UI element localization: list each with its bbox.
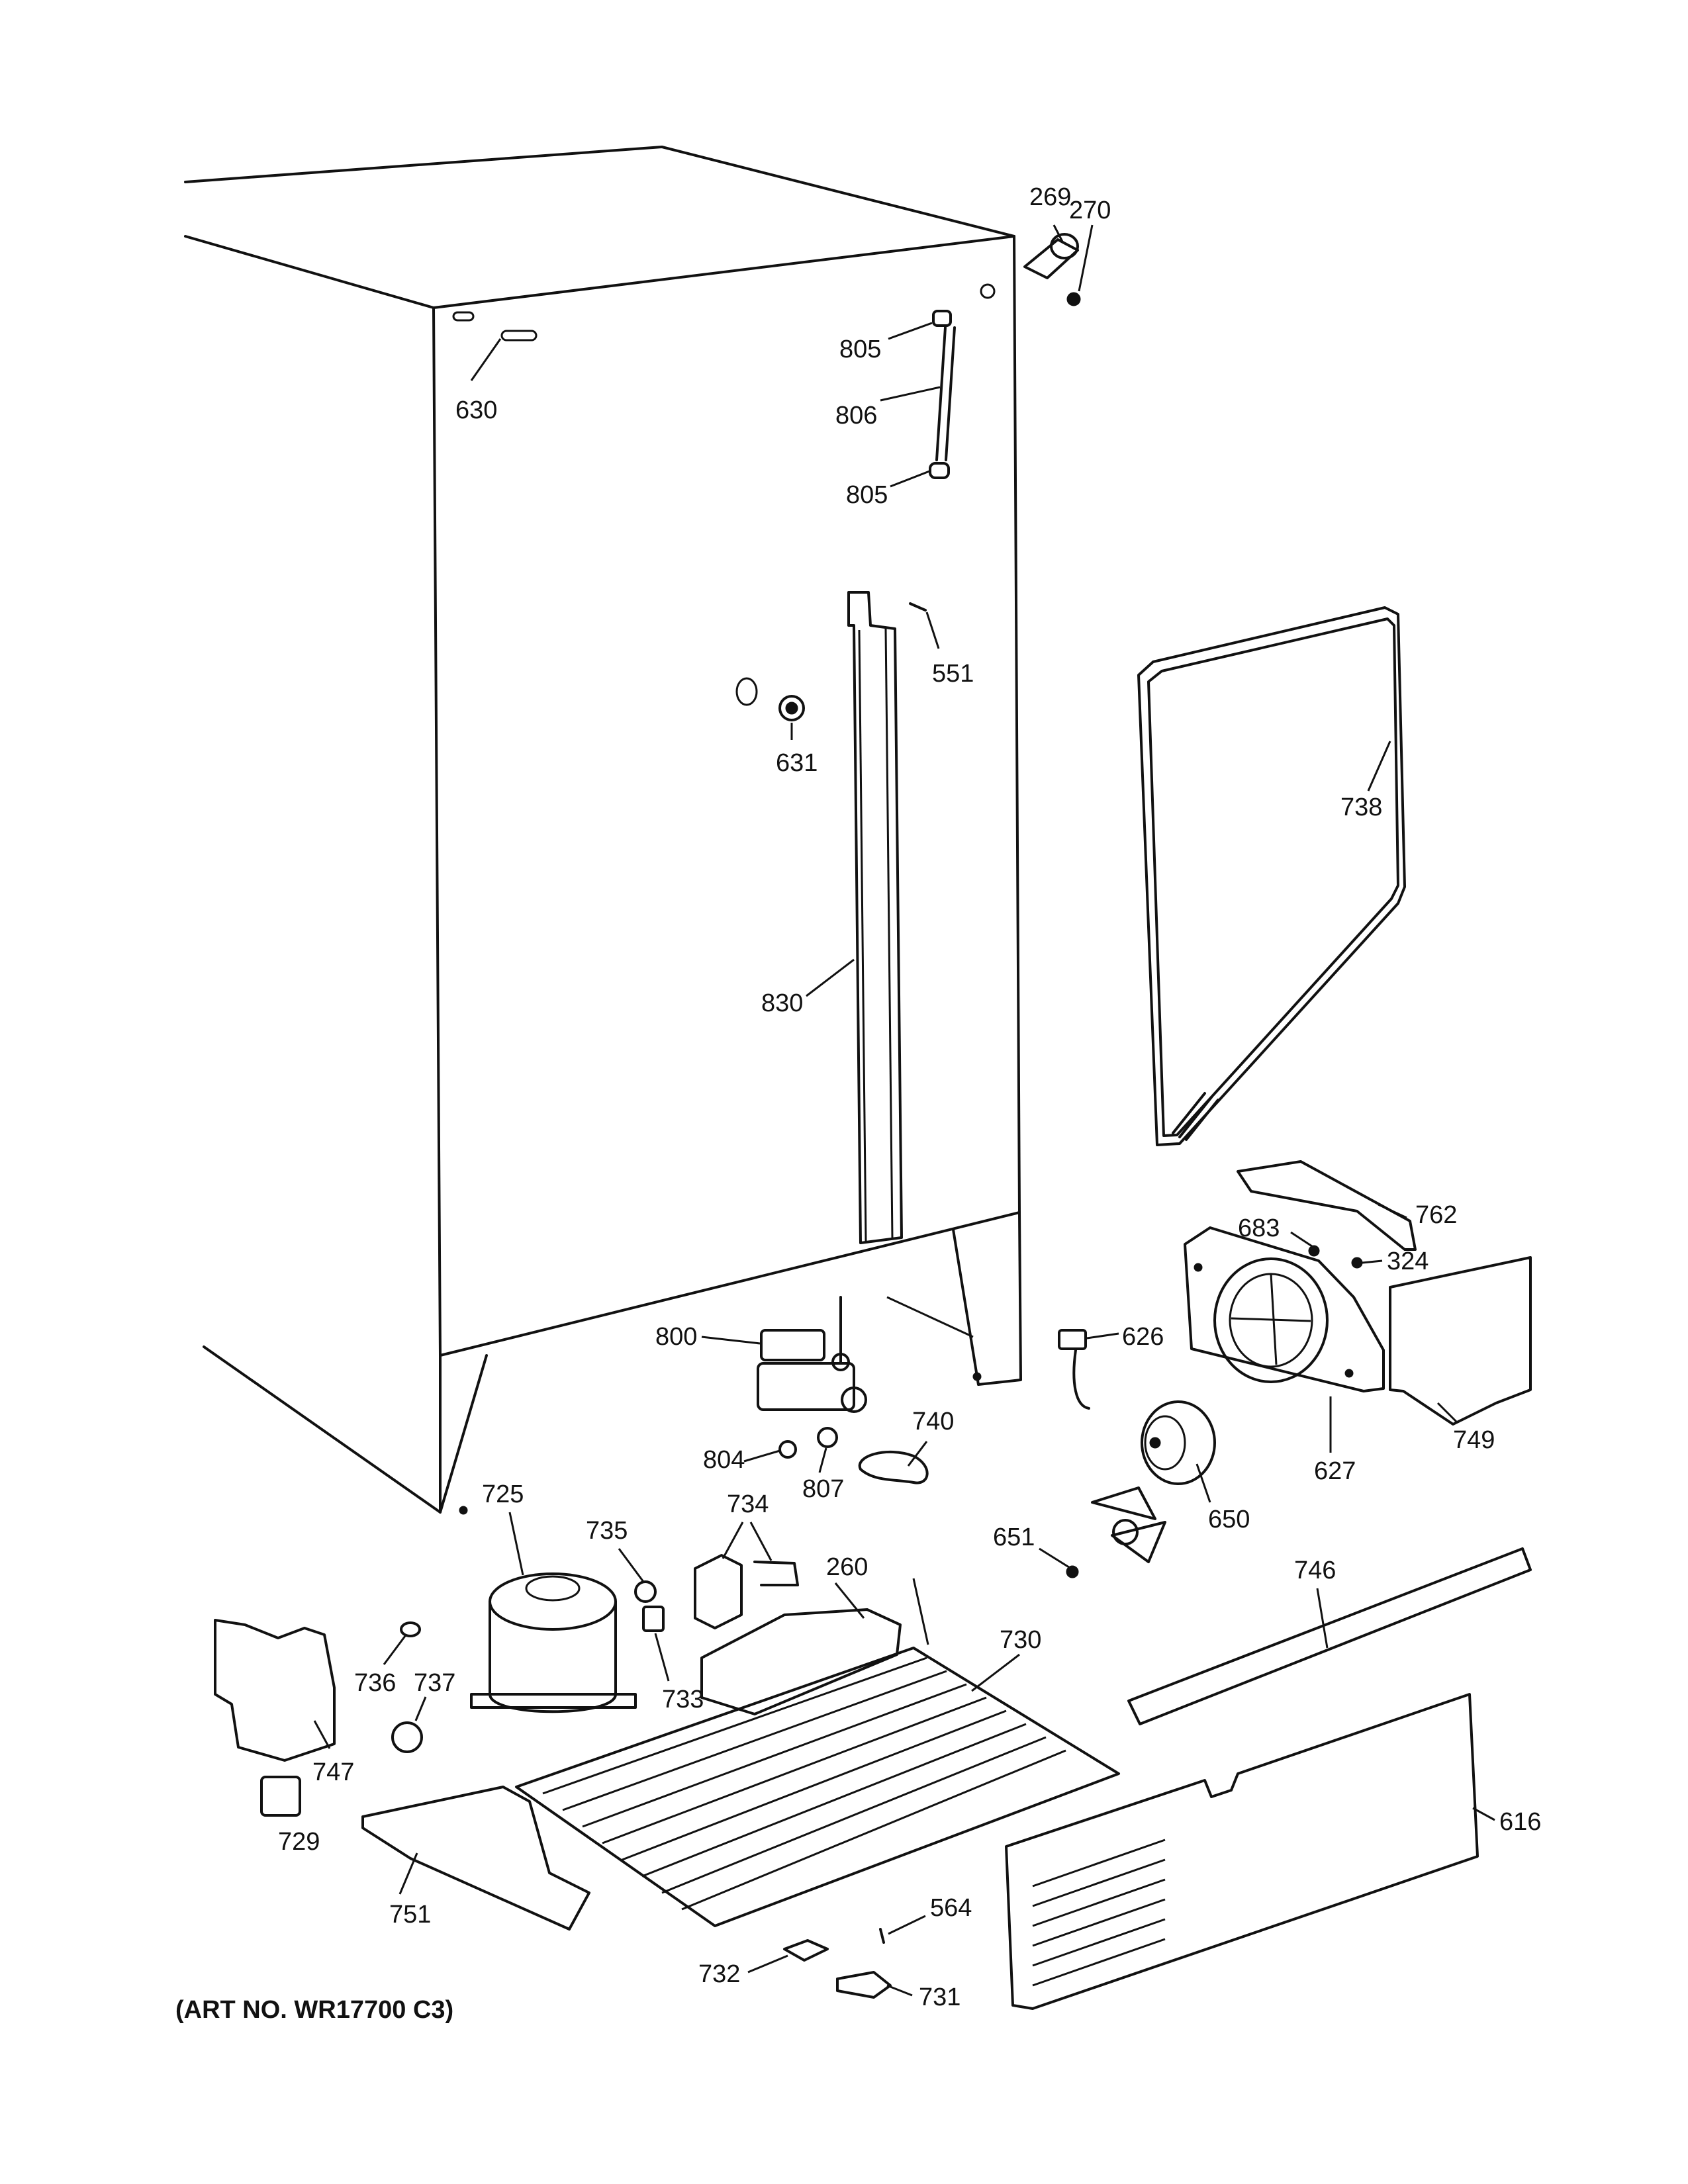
label-734: 734	[727, 1490, 769, 1518]
label-631: 631	[776, 749, 818, 777]
part-737	[391, 1721, 423, 1753]
label-324: 324	[1387, 1248, 1429, 1275]
label-683: 683	[1238, 1214, 1280, 1242]
label-830: 830	[761, 989, 803, 1017]
label-807: 807	[802, 1475, 844, 1503]
label-800: 800	[655, 1323, 697, 1351]
label-725: 725	[482, 1480, 524, 1508]
label-733: 733	[662, 1686, 704, 1713]
grille-616	[1005, 1693, 1479, 2010]
label-269: 269	[1029, 183, 1071, 211]
leader-lines	[313, 224, 1495, 1997]
label-805-top: 805	[839, 336, 881, 363]
gasket-frame	[1137, 606, 1406, 1146]
compressor	[470, 1572, 637, 1713]
relay-734	[694, 1554, 799, 1629]
label-260: 260	[826, 1553, 868, 1581]
label-804: 804	[703, 1446, 745, 1474]
label-736: 736	[354, 1669, 396, 1697]
label-737: 737	[414, 1669, 455, 1697]
capacitor-729	[260, 1776, 301, 1817]
art-number-caption: (ART NO. WR17700 C3)	[175, 1996, 454, 2024]
center-channel	[847, 591, 903, 1244]
label-806: 806	[835, 402, 877, 430]
part-736	[400, 1621, 421, 1637]
part-804	[778, 1440, 797, 1459]
label-616: 616	[1499, 1808, 1541, 1836]
channel-746	[1127, 1547, 1532, 1725]
part-labels: 269 270 805 806 805 630 551 631 738 830 …	[278, 183, 1541, 2011]
cover-749	[1389, 1256, 1532, 1426]
label-651: 651	[993, 1524, 1035, 1551]
screw-551	[909, 602, 927, 612]
label-270: 270	[1069, 197, 1111, 224]
label-732: 732	[698, 1960, 740, 1988]
condenser	[515, 1578, 1120, 1927]
cabinet	[184, 146, 1022, 1515]
fan-motor	[1141, 1400, 1216, 1485]
label-650: 650	[1208, 1506, 1250, 1533]
base-pan	[361, 1786, 590, 1931]
clip-731	[836, 1971, 892, 1999]
label-627: 627	[1314, 1457, 1356, 1485]
part-807	[817, 1427, 838, 1448]
drain-tube	[929, 310, 956, 479]
part-733	[642, 1606, 665, 1632]
switch-626	[1058, 1329, 1090, 1410]
water-valve	[757, 1296, 867, 1413]
label-751: 751	[389, 1901, 431, 1929]
fan-blade	[1066, 1486, 1166, 1578]
bracket-747	[214, 1619, 336, 1762]
bracket-269	[1023, 233, 1081, 306]
label-551: 551	[932, 660, 974, 688]
part-735	[634, 1580, 657, 1603]
part-740	[858, 1450, 929, 1484]
label-747: 747	[312, 1758, 354, 1786]
label-740: 740	[912, 1408, 954, 1435]
screw-564	[879, 1928, 885, 1944]
label-749: 749	[1453, 1426, 1495, 1454]
label-630: 630	[455, 396, 497, 424]
label-746: 746	[1294, 1557, 1336, 1584]
label-738: 738	[1340, 794, 1382, 821]
baffle-762	[1237, 1160, 1417, 1251]
grommet	[778, 695, 805, 721]
label-564: 564	[930, 1894, 972, 1922]
label-626: 626	[1122, 1323, 1164, 1351]
label-729: 729	[278, 1828, 320, 1856]
fan-shroud	[1184, 1226, 1385, 1392]
label-762: 762	[1415, 1201, 1457, 1229]
drain-pan	[700, 1608, 902, 1715]
label-805-bottom: 805	[846, 481, 888, 509]
clip-732	[783, 1939, 829, 1962]
label-730: 730	[1000, 1626, 1041, 1654]
label-731: 731	[919, 1983, 961, 2011]
label-735: 735	[586, 1517, 628, 1545]
